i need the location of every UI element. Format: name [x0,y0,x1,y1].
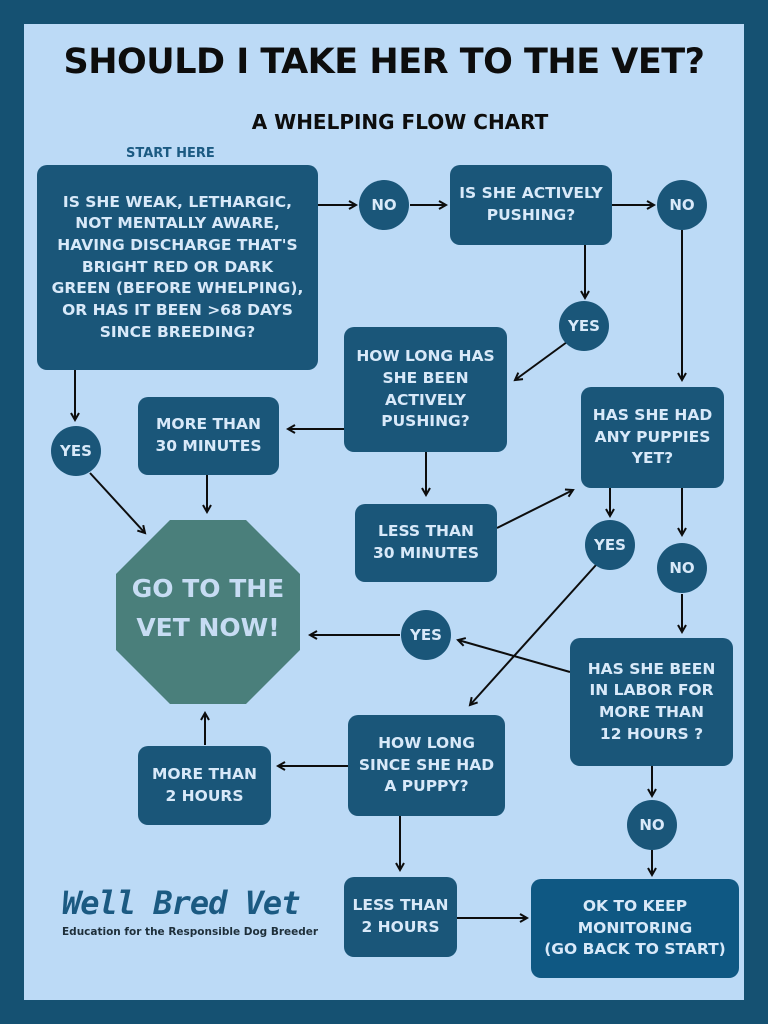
question-since-last-puppy-text: HOW LONG SINCE SHE HAD A PUPPY? [358,733,495,796]
result-more-than-30-minutes: MORE THAN 30 MINUTES [138,397,279,475]
answer-no-weak: NO [359,180,409,230]
result-more-than-30-minutes-text: MORE THAN 30 MINUTES [155,415,262,455]
question-labor-12-hours: HAS SHE BEEN IN LABOR FOR MORE THAN 12 H… [570,638,733,766]
page-title: SHOULD I TAKE HER TO THE VET? [63,42,705,82]
answer-yes-weak: YES [51,426,101,476]
question-actively-pushing: IS SHE ACTIVELY PUSHING? [450,165,612,245]
start-label: START HERE [126,146,215,161]
go-to-vet-label: GO TO THE VET NOW! [131,574,285,642]
result-less-than-30-minutes-text: LESS THAN 30 MINUTES [372,522,480,562]
answer-yes-pushing: YES [559,301,609,351]
arrow-yes-to-since-puppy [470,564,597,705]
result-more-than-2-hours: MORE THAN 2 HOURS [138,746,271,825]
question-weak-lethargic-text: IS SHE WEAK, LETHARGIC, NOT MENTALLY AWA… [51,192,304,341]
question-actively-pushing-text: IS SHE ACTIVELY PUSHING? [459,184,603,224]
arrow-labor-to-yes [458,640,571,673]
brand-logo: Well Bred Vet [62,884,300,922]
result-less-than-2-hours-text: LESS THAN 2 HOURS [352,896,449,936]
arrow-yes-to-how-long [515,341,568,380]
arrow-less30-to-puppies [496,490,573,529]
result-less-than-2-hours: LESS THAN 2 HOURS [344,877,457,957]
question-how-long-pushing: HOW LONG HAS SHE BEEN ACTIVELY PUSHING? [344,327,507,452]
answer-yes-labor: YES [401,610,451,660]
question-any-puppies: HAS SHE HAD ANY PUPPIES YET? [581,387,724,488]
question-any-puppies-text: HAS SHE HAD ANY PUPPIES YET? [592,405,713,468]
arrow-yes-to-vet [89,472,145,533]
question-weak-lethargic: IS SHE WEAK, LETHARGIC, NOT MENTALLY AWA… [37,165,318,370]
question-how-long-pushing-text: HOW LONG HAS SHE BEEN ACTIVELY PUSHING? [356,347,495,431]
answer-no-pushing: NO [657,180,707,230]
page-subtitle: A WHELPING FLOW CHART [251,110,549,134]
result-ok-keep-monitoring: OK TO KEEP MONITORING (GO BACK TO START) [531,879,739,978]
answer-yes-puppies: YES [585,520,635,570]
result-less-than-30-minutes: LESS THAN 30 MINUTES [355,504,497,582]
brand-tagline: Education for the Responsible Dog Breede… [62,926,319,938]
question-since-last-puppy: HOW LONG SINCE SHE HAD A PUPPY? [348,715,505,816]
answer-no-puppies: NO [657,543,707,593]
stop-sign-octagon [116,520,300,704]
result-ok-keep-monitoring-text: OK TO KEEP MONITORING (GO BACK TO START) [544,896,726,959]
question-labor-12-hours-text: HAS SHE BEEN IN LABOR FOR MORE THAN 12 H… [587,659,716,743]
answer-no-labor: NO [627,800,677,850]
result-more-than-2-hours-text: MORE THAN 2 HOURS [151,764,258,805]
